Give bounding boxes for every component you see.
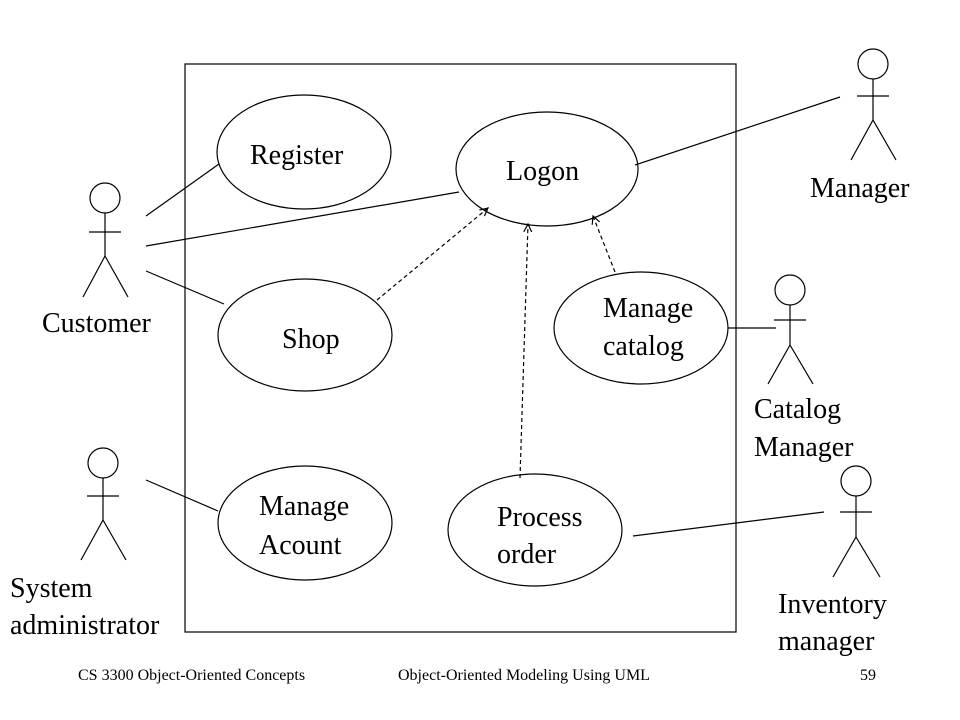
actor-catalog-manager [767,274,814,385]
system-boundary [184,63,737,633]
actor-inventory-manager [832,465,881,578]
process-order-label-2: order [497,539,557,570]
footer-topic: Object-Oriented Modeling Using UML [398,667,650,684]
logon-label: Logon [506,156,579,187]
actor-customer [82,182,129,298]
manage-catalog-label-2: catalog [603,331,684,362]
manage-account-label-1: Manage [259,491,349,522]
use-case-shop [217,278,393,392]
register-label: Register [250,140,344,171]
customer-label: Customer [42,308,152,339]
shop-label: Shop [282,324,340,355]
customer-register-association [145,163,220,217]
use-case-process-order [447,473,623,587]
customer-shop-association [145,270,225,305]
catalog-manager-label-1: Catalog [754,394,841,425]
manage-catalog-to-logon-dependency [593,216,616,273]
inventory-manager-process-order-association [632,511,825,537]
inventory-manager-label-2: manager [778,626,875,657]
manage-account-label-2: Acount [259,530,342,561]
customer-logon-association [145,191,460,247]
use-case-manage-catalog [553,271,729,385]
inventory-manager-label-1: Inventory [778,589,887,620]
system-administrator-manage-account-association [145,479,219,512]
actor-manager [850,48,897,161]
system-administrator-label-1: System [10,573,93,604]
catalog-manager-label-2: Manager [754,432,854,463]
process-order-to-logon-dependency [519,224,528,479]
use-case-register [216,94,392,210]
manager-label: Manager [810,173,910,204]
manage-catalog-label-1: Manage [603,293,693,324]
use-case-manage-account [217,465,393,581]
footer-course: CS 3300 Object-Oriented Concepts [78,667,305,684]
use-case-logon [455,111,639,227]
process-order-label-1: Process [497,502,583,533]
shop-to-logon-dependency [376,208,488,301]
manager-logon-association [634,96,841,166]
system-administrator-label-2: administrator [10,610,160,641]
actor-system-administrator [80,447,127,561]
footer-page-number: 59 [860,667,876,684]
